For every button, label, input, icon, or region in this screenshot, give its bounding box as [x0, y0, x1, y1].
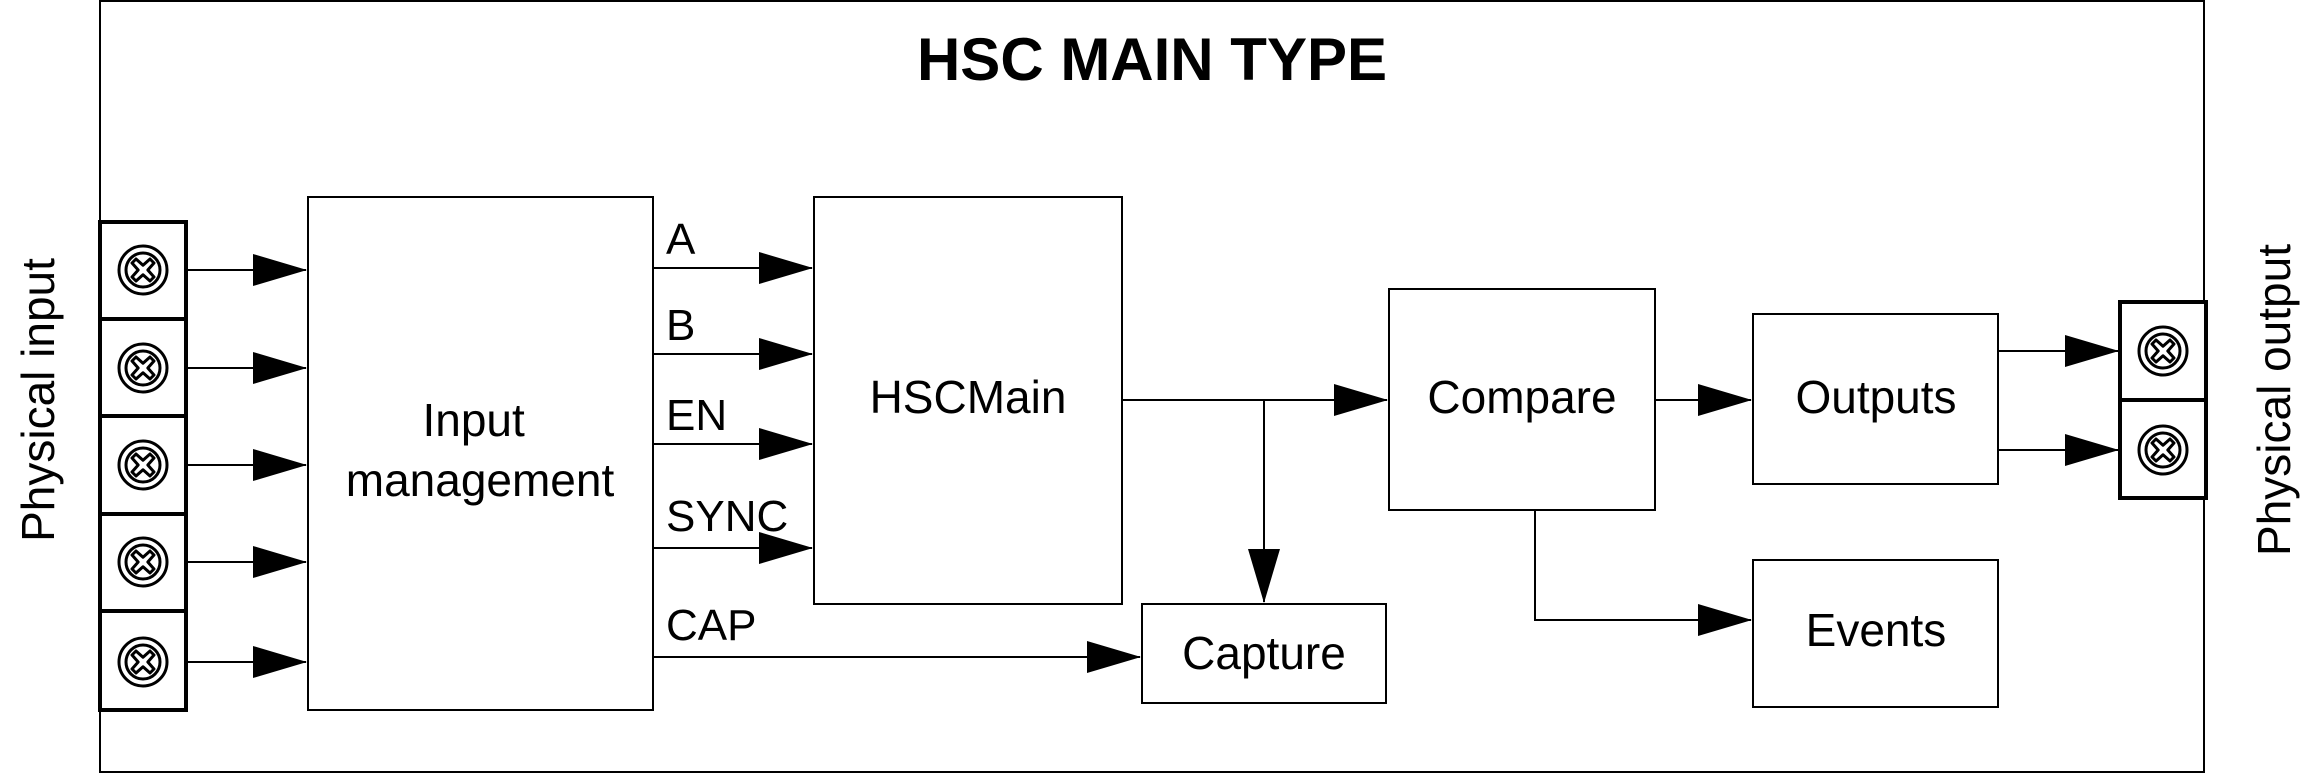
signal-cap-label: CAP	[666, 601, 756, 650]
signal-sync-label: SYNC	[666, 492, 788, 541]
outputs-label: Outputs	[1795, 371, 1956, 423]
events-label: Events	[1806, 604, 1947, 656]
input-arrows	[186, 254, 307, 678]
screw-terminal-icon	[117, 439, 169, 491]
signal-a-label: A	[666, 215, 696, 264]
hscmain-label: HSCMain	[870, 371, 1067, 423]
capture-label: Capture	[1182, 627, 1346, 679]
screw-terminal-icon	[117, 636, 169, 688]
capture-block	[1141, 603, 1387, 704]
compare-label: Compare	[1427, 371, 1616, 423]
hscmain-block	[813, 196, 1123, 605]
input-management-block	[307, 196, 654, 711]
signal-b-label: B	[666, 301, 695, 350]
input-terminal-strip	[98, 220, 188, 712]
diagram-title: HSC MAIN TYPE	[917, 26, 1387, 93]
events-block	[1752, 559, 1999, 708]
compare-to-events-arrow	[1534, 510, 1752, 636]
screw-terminal-icon	[117, 342, 169, 394]
input-management-label: Input management	[346, 394, 615, 506]
physical-output-label: Physical output	[2248, 244, 2300, 556]
screw-terminal-icon	[117, 244, 169, 296]
screw-terminal-icon	[117, 536, 169, 588]
compare-block	[1388, 288, 1656, 511]
outputs-block	[1752, 313, 1999, 485]
signal-en-label: EN	[666, 391, 727, 440]
screw-terminal-icon	[2137, 325, 2189, 377]
screw-terminal-icon	[2137, 424, 2189, 476]
physical-input-label: Physical input	[12, 258, 64, 542]
